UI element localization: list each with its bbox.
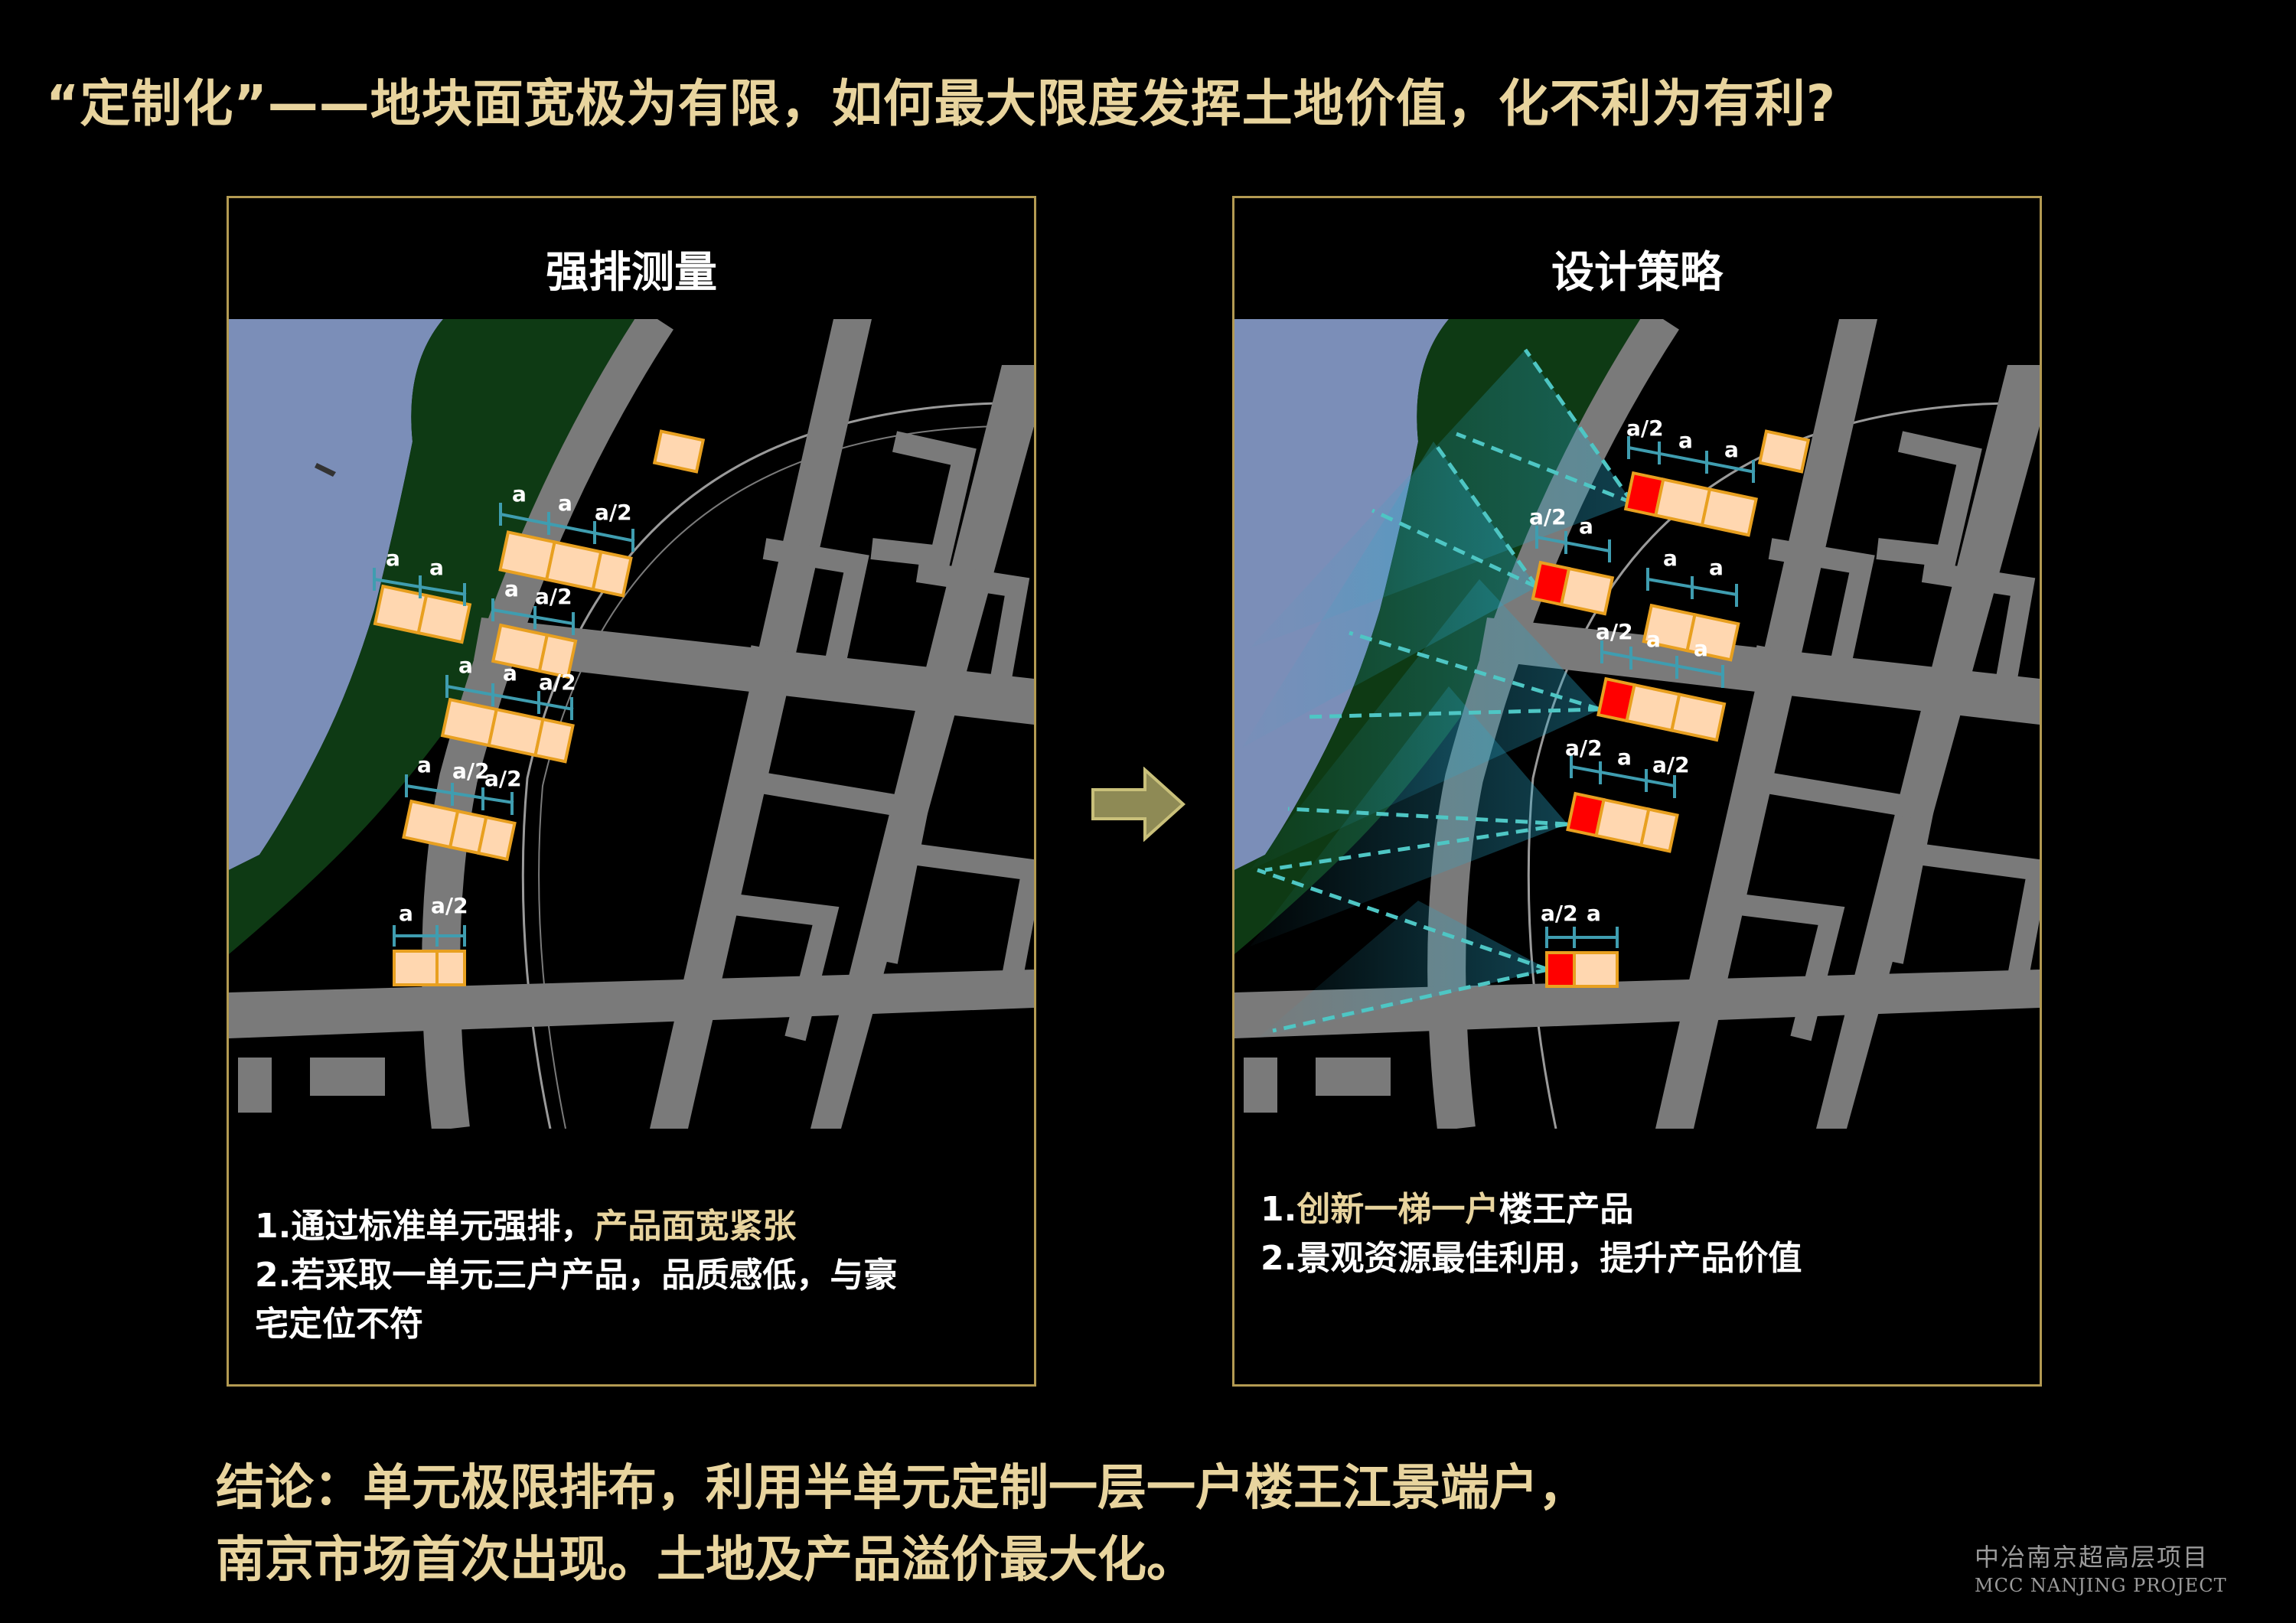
unit-row-2 (498, 530, 633, 598)
dim-label: a (1663, 546, 1678, 571)
small-block-2 (1316, 1058, 1391, 1096)
unit-row-6 (402, 799, 517, 862)
unit-row-1 (1757, 429, 1811, 474)
dim-label: a/2 (1652, 752, 1690, 777)
dim-label: a/2 (1626, 416, 1664, 441)
left-note-2-cont: 宅定位不符 (255, 1305, 423, 1344)
dim-label: a (503, 660, 517, 686)
small-block-1 (238, 1058, 272, 1113)
road-cross-1 (1479, 618, 2040, 725)
river (229, 319, 443, 870)
headline: “定制化”——地块面宽极为有限，如何最大限度发挥土地价值，化不利为有利? (46, 74, 1837, 133)
dim-label: a (1646, 627, 1661, 652)
road-main-diagonal (1655, 319, 1877, 1129)
lamp-post (315, 463, 336, 477)
road-cross-1 (474, 618, 1034, 725)
unit-row-4 (1642, 603, 1740, 662)
unit-row-3 (373, 584, 472, 644)
dim-label: a (1617, 745, 1632, 770)
unit-row-7 (1545, 951, 1619, 988)
dim-label: a/2 (539, 670, 576, 695)
footer-project-name-cn: 中冶南京超高层项目 (1975, 1543, 2210, 1572)
small-block-2 (310, 1058, 385, 1096)
dim-label: a (1709, 555, 1724, 580)
dimension-labels: a a a/2 a a a a/2 a a a/2 a a/2 a/2 a a/… (386, 481, 632, 926)
city-blocks (702, 431, 1034, 1041)
unit-row-5 (1596, 676, 1727, 742)
unit-row-3 (1531, 560, 1615, 616)
dimension-lines (373, 503, 635, 947)
road-main-diagonal (650, 319, 872, 1129)
site-plan-forced-layout: a a a/2 a a a a/2 a a a/2 a a/2 a/2 a a/… (229, 319, 1034, 1129)
dim-label: a/2 (1529, 504, 1567, 530)
dim-label: a (1678, 428, 1693, 453)
footer-project-name-en: MCC NANJING PROJECT (1975, 1575, 2227, 1596)
dimension-lines (1535, 436, 1756, 948)
dim-label: a/2 (452, 758, 490, 784)
road-cross-2 (229, 970, 1034, 1038)
dim-label: a (386, 546, 400, 571)
left-panel-title: 强排测量 (546, 248, 717, 298)
right-note-1: 1.创新一梯一户楼王产品 (1261, 1190, 1634, 1229)
unit-row-6 (1566, 791, 1679, 853)
unit-footprints (1531, 429, 1811, 988)
right-panel: 设计策略 (1232, 196, 2042, 1387)
dimension-labels: a/2 a a a/2 a a a a/2 a a a/2 a a/2 a/2 … (1529, 416, 1739, 926)
unit-row-1 (652, 429, 706, 474)
unit-row-2 (1623, 471, 1758, 537)
conclusion: 结论：单元极限排布，利用半单元定制一层一户楼王江景端户， 南京市场首次出现。土地… (216, 1452, 1587, 1596)
right-panel-notes: 1.创新一梯一户楼王产品 2.景观资源最佳利用，提升产品价值 (1261, 1185, 1802, 1283)
view-fans (1242, 350, 1632, 1038)
unit-row-5 (440, 697, 575, 764)
dim-label: a/2 (1565, 735, 1603, 761)
dim-label: a/2 (1541, 901, 1578, 926)
right-note-2: 2.景观资源最佳利用，提升产品价值 (1261, 1239, 1802, 1278)
dim-label: a (1579, 513, 1593, 539)
dim-label: a/2 (484, 766, 522, 791)
site-plan-design-strategy: a/2 a a a/2 a a a a/2 a a a/2 a a/2 a/2 … (1234, 319, 2040, 1129)
dim-label: a (1724, 437, 1739, 462)
left-panel-notes: 1.通过标准单元强排，产品面宽紧张 2.若采取一单元三户产品，品质感低，与豪 宅… (255, 1202, 897, 1349)
unit-row-7 (393, 950, 466, 986)
left-panel: 强排测量 (227, 196, 1036, 1387)
dim-label: a (399, 901, 413, 926)
dim-label: a (558, 490, 572, 516)
dim-label: a (458, 653, 473, 678)
unit-footprints (373, 429, 706, 986)
unit-row-4 (491, 623, 578, 680)
arrow-right-icon (1091, 767, 1186, 842)
dim-label: a/2 (1596, 619, 1633, 644)
dim-label: a/2 (431, 893, 468, 918)
view-arrows (1257, 348, 1635, 1033)
right-panel-title: 设计策略 (1551, 248, 1723, 298)
dim-label: a (512, 481, 527, 507)
city-blocks (1707, 431, 2040, 1041)
dim-label: a/2 (595, 500, 632, 525)
road-diagonal-2 (1816, 365, 2040, 1129)
dim-label: a (1694, 636, 1708, 661)
dim-label: a (504, 576, 519, 601)
road-diagonal-2 (810, 365, 1034, 1129)
footer: 中冶南京超高层项目 MCC NANJING PROJECT (1975, 1538, 2227, 1596)
dim-label: a (1587, 901, 1601, 926)
conclusion-line-1: 结论：单元极限排布，利用半单元定制一层一户楼王江景端户， (216, 1460, 1587, 1517)
dim-label: a (417, 752, 432, 777)
dim-label: a/2 (535, 584, 572, 609)
left-note-2: 2.若采取一单元三户产品，品质感低，与豪 (255, 1256, 898, 1295)
left-note-1: 1.通过标准单元强排，产品面宽紧张 (255, 1207, 797, 1246)
dim-label: a (429, 555, 444, 580)
conclusion-line-2: 南京市场首次出现。土地及产品溢价最大化。 (216, 1532, 1195, 1589)
small-block-1 (1244, 1058, 1277, 1113)
